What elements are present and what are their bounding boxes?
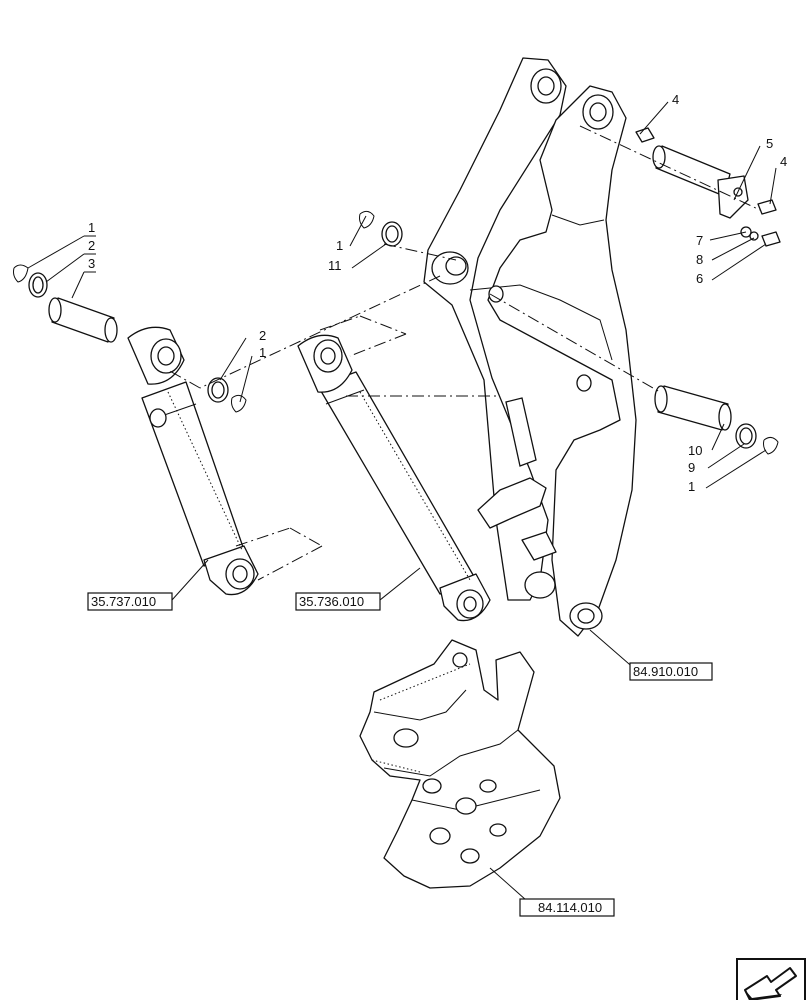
assembly-center-lines xyxy=(167,125,761,581)
reference-box-35-737-010[interactable]: 35.737.010 xyxy=(87,592,173,611)
callout-3: 3 xyxy=(88,256,95,271)
reference-box-35-736-010[interactable]: 35.736.010 xyxy=(295,592,381,611)
bucket-bracket xyxy=(359,639,561,889)
reference-label: 84.910.010 xyxy=(633,664,698,679)
reference-box-84-114-010[interactable]: 84.114.010 xyxy=(519,898,615,917)
callout-leaders xyxy=(27,101,777,901)
callout-7: 7 xyxy=(696,233,703,248)
callout-4: 4 xyxy=(672,92,679,107)
callout-5: 5 xyxy=(766,136,773,151)
reference-box-84-910-010[interactable]: 84.910.010 xyxy=(629,662,713,681)
left-hydraulic-cylinder xyxy=(127,326,259,596)
small-parts xyxy=(13,127,781,455)
callout-6: 6 xyxy=(696,271,703,286)
callout-2: 2 xyxy=(259,328,266,343)
callout-1: 1 xyxy=(88,220,95,235)
callout-11: 11 xyxy=(328,258,342,273)
callout-8: 8 xyxy=(696,252,703,267)
reference-label: 84.114.010 xyxy=(538,900,602,915)
callout-9: 9 xyxy=(688,460,695,475)
reference-label: 35.736.010 xyxy=(299,594,364,609)
loader-arm xyxy=(423,57,637,637)
arrow-navigation-icon[interactable] xyxy=(736,958,806,1000)
callout-10: 10 xyxy=(688,443,702,458)
callout-1: 1 xyxy=(259,345,266,360)
reference-label: 35.737.010 xyxy=(91,594,156,609)
callout-1: 1 xyxy=(336,238,343,253)
callout-numbers: 1 2 3 2 1 1 11 4 5 4 7 8 6 10 9 1 xyxy=(88,92,787,494)
callout-2: 2 xyxy=(88,238,95,253)
middle-hydraulic-cylinder xyxy=(297,334,491,622)
callout-4: 4 xyxy=(780,154,787,169)
callout-1: 1 xyxy=(688,479,695,494)
